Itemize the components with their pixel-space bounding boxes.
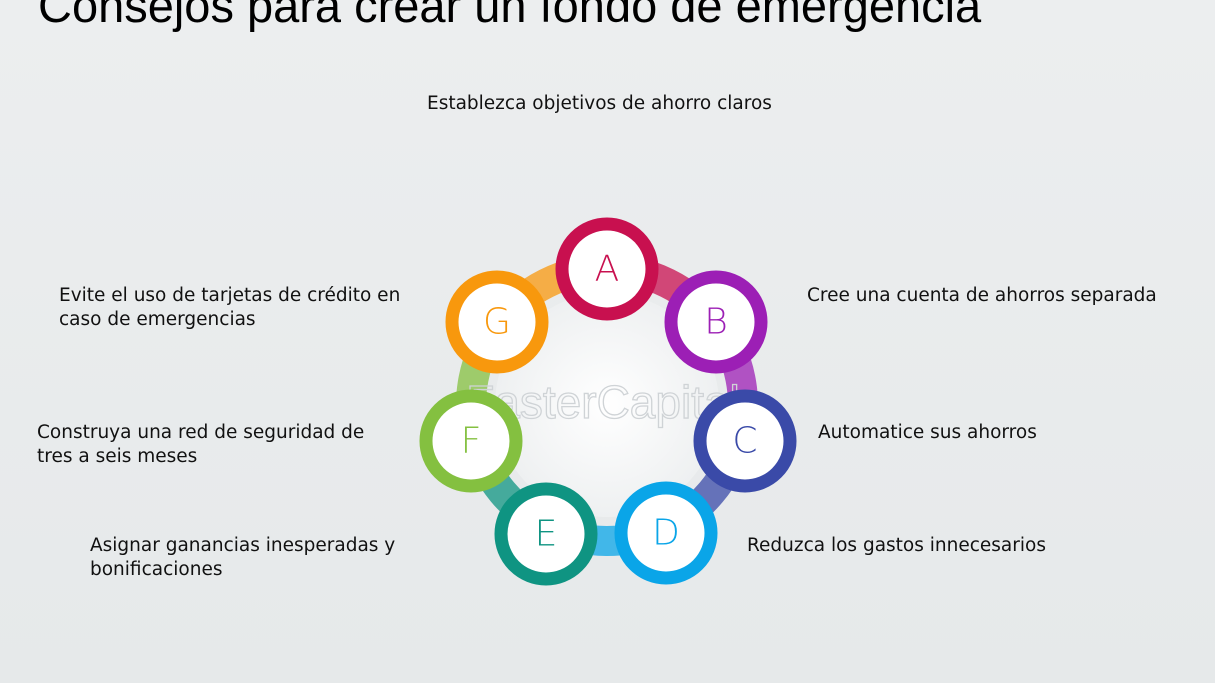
step-label-a: Establezca objetivos de ahorro claros bbox=[427, 93, 772, 114]
step-circle bbox=[664, 270, 768, 374]
step-letter: F bbox=[461, 421, 482, 462]
step-letter: G bbox=[483, 302, 511, 343]
step-label-b: Cree una cuenta de ahorros separada bbox=[807, 285, 1157, 306]
step-node-c: C bbox=[693, 389, 797, 493]
step-circle bbox=[555, 217, 659, 321]
step-node-e: E bbox=[494, 482, 598, 586]
step-circle bbox=[494, 482, 598, 586]
step-circle bbox=[419, 389, 523, 493]
step-letter: B bbox=[704, 302, 728, 343]
step-label-c: Automatice sus ahorros bbox=[818, 422, 1037, 443]
step-label-g: Evite el uso de tarjetas de crédito en c… bbox=[59, 285, 401, 330]
step-label-d: Reduzca los gastos innecesarios bbox=[747, 535, 1046, 556]
step-node-b: B bbox=[664, 270, 768, 374]
ring-center bbox=[495, 293, 719, 517]
step-letter: A bbox=[595, 249, 620, 290]
step-label-f: Construya una red de seguridad de tres a… bbox=[37, 422, 365, 467]
step-label-e: Asignar ganancias inesperadas y bonifica… bbox=[90, 535, 396, 580]
step-circle bbox=[614, 481, 718, 585]
step-node-d: D bbox=[614, 481, 718, 585]
step-letter: C bbox=[732, 421, 757, 462]
step-node-f: F bbox=[419, 389, 523, 493]
step-node-g: G bbox=[445, 270, 549, 374]
step-circle bbox=[445, 270, 549, 374]
step-letter: D bbox=[652, 513, 680, 554]
step-node-a: A bbox=[555, 217, 659, 321]
step-letter: E bbox=[535, 514, 558, 555]
page-title: Consejos para crear un fondo de emergenc… bbox=[38, 0, 982, 32]
step-circle bbox=[693, 389, 797, 493]
